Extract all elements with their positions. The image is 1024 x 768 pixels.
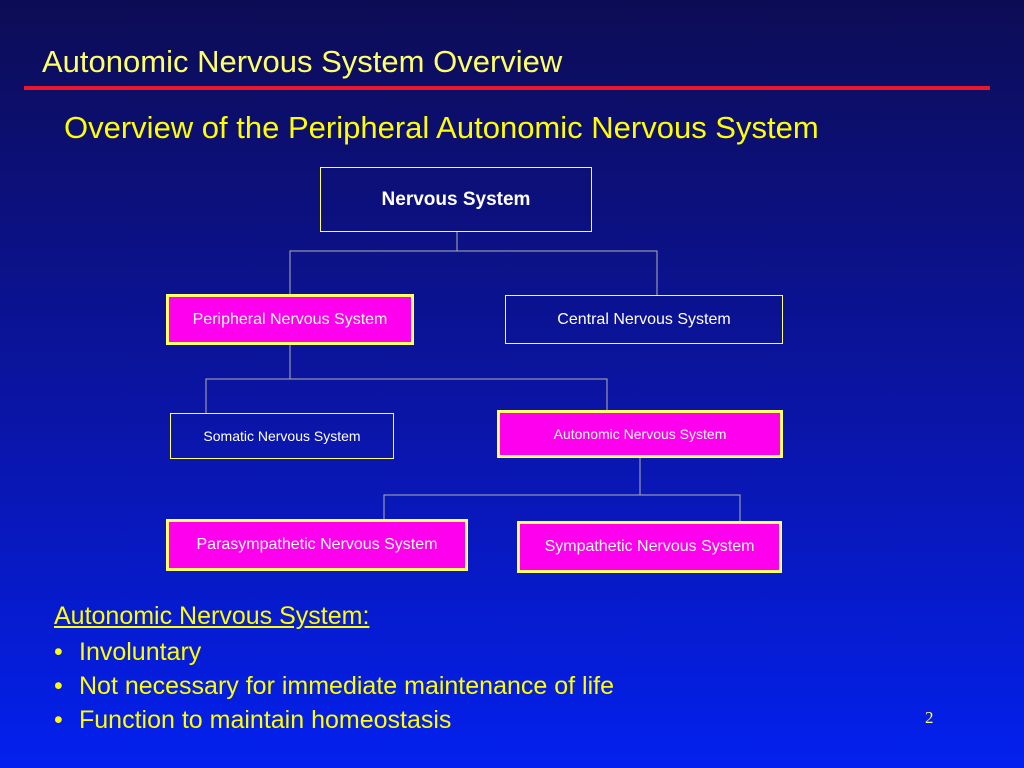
notes-section: Autonomic Nervous System: • Involuntary …	[54, 602, 614, 737]
list-item: • Not necessary for immediate maintenanc…	[54, 669, 614, 703]
node-label: Peripheral Nervous System	[192, 310, 388, 328]
title-divider	[24, 86, 990, 90]
node-sympathetic-nervous-system: Sympathetic Nervous System	[517, 521, 782, 573]
slide-subtitle: Overview of the Peripheral Autonomic Ner…	[64, 110, 819, 145]
slide-title: Autonomic Nervous System Overview	[42, 44, 563, 79]
edge-nervous-to-peripheral	[289, 232, 458, 296]
node-somatic-nervous-system: Somatic Nervous System	[170, 413, 394, 459]
notes-heading: Autonomic Nervous System:	[54, 602, 370, 630]
bullet-icon: •	[54, 706, 63, 734]
edge-autonomic-to-sympathetic	[640, 494, 741, 522]
bullet-icon: •	[54, 638, 63, 666]
edge-peripheral-to-autonomic	[290, 378, 608, 411]
edge-nervous-to-central	[457, 250, 658, 296]
list-item-text: Involuntary	[79, 638, 202, 666]
bullet-icon: •	[54, 672, 63, 700]
list-item-text: Not necessary for immediate maintenance …	[79, 672, 614, 700]
node-peripheral-nervous-system: Peripheral Nervous System	[166, 294, 414, 345]
node-label: Somatic Nervous System	[203, 428, 361, 444]
edge-autonomic-to-parasympathetic	[383, 458, 641, 520]
list-item: • Involuntary	[54, 635, 614, 669]
edge-peripheral-to-somatic	[205, 344, 291, 413]
node-central-nervous-system: Central Nervous System	[505, 295, 783, 344]
page-number: 2	[925, 708, 934, 727]
list-item: • Function to maintain homeostasis	[54, 703, 614, 737]
node-autonomic-nervous-system: Autonomic Nervous System	[497, 410, 783, 458]
node-label: Parasympathetic Nervous System	[196, 536, 438, 553]
node-label: Autonomic Nervous System	[553, 426, 727, 442]
node-nervous-system: Nervous System	[320, 167, 592, 232]
node-label: Nervous System	[381, 188, 531, 210]
node-label: Central Nervous System	[557, 310, 731, 328]
node-parasympathetic-nervous-system: Parasympathetic Nervous System	[166, 519, 468, 571]
list-item-text: Function to maintain homeostasis	[79, 706, 452, 734]
node-label: Sympathetic Nervous System	[544, 538, 755, 555]
notes-list: • Involuntary • Not necessary for immedi…	[54, 635, 614, 737]
